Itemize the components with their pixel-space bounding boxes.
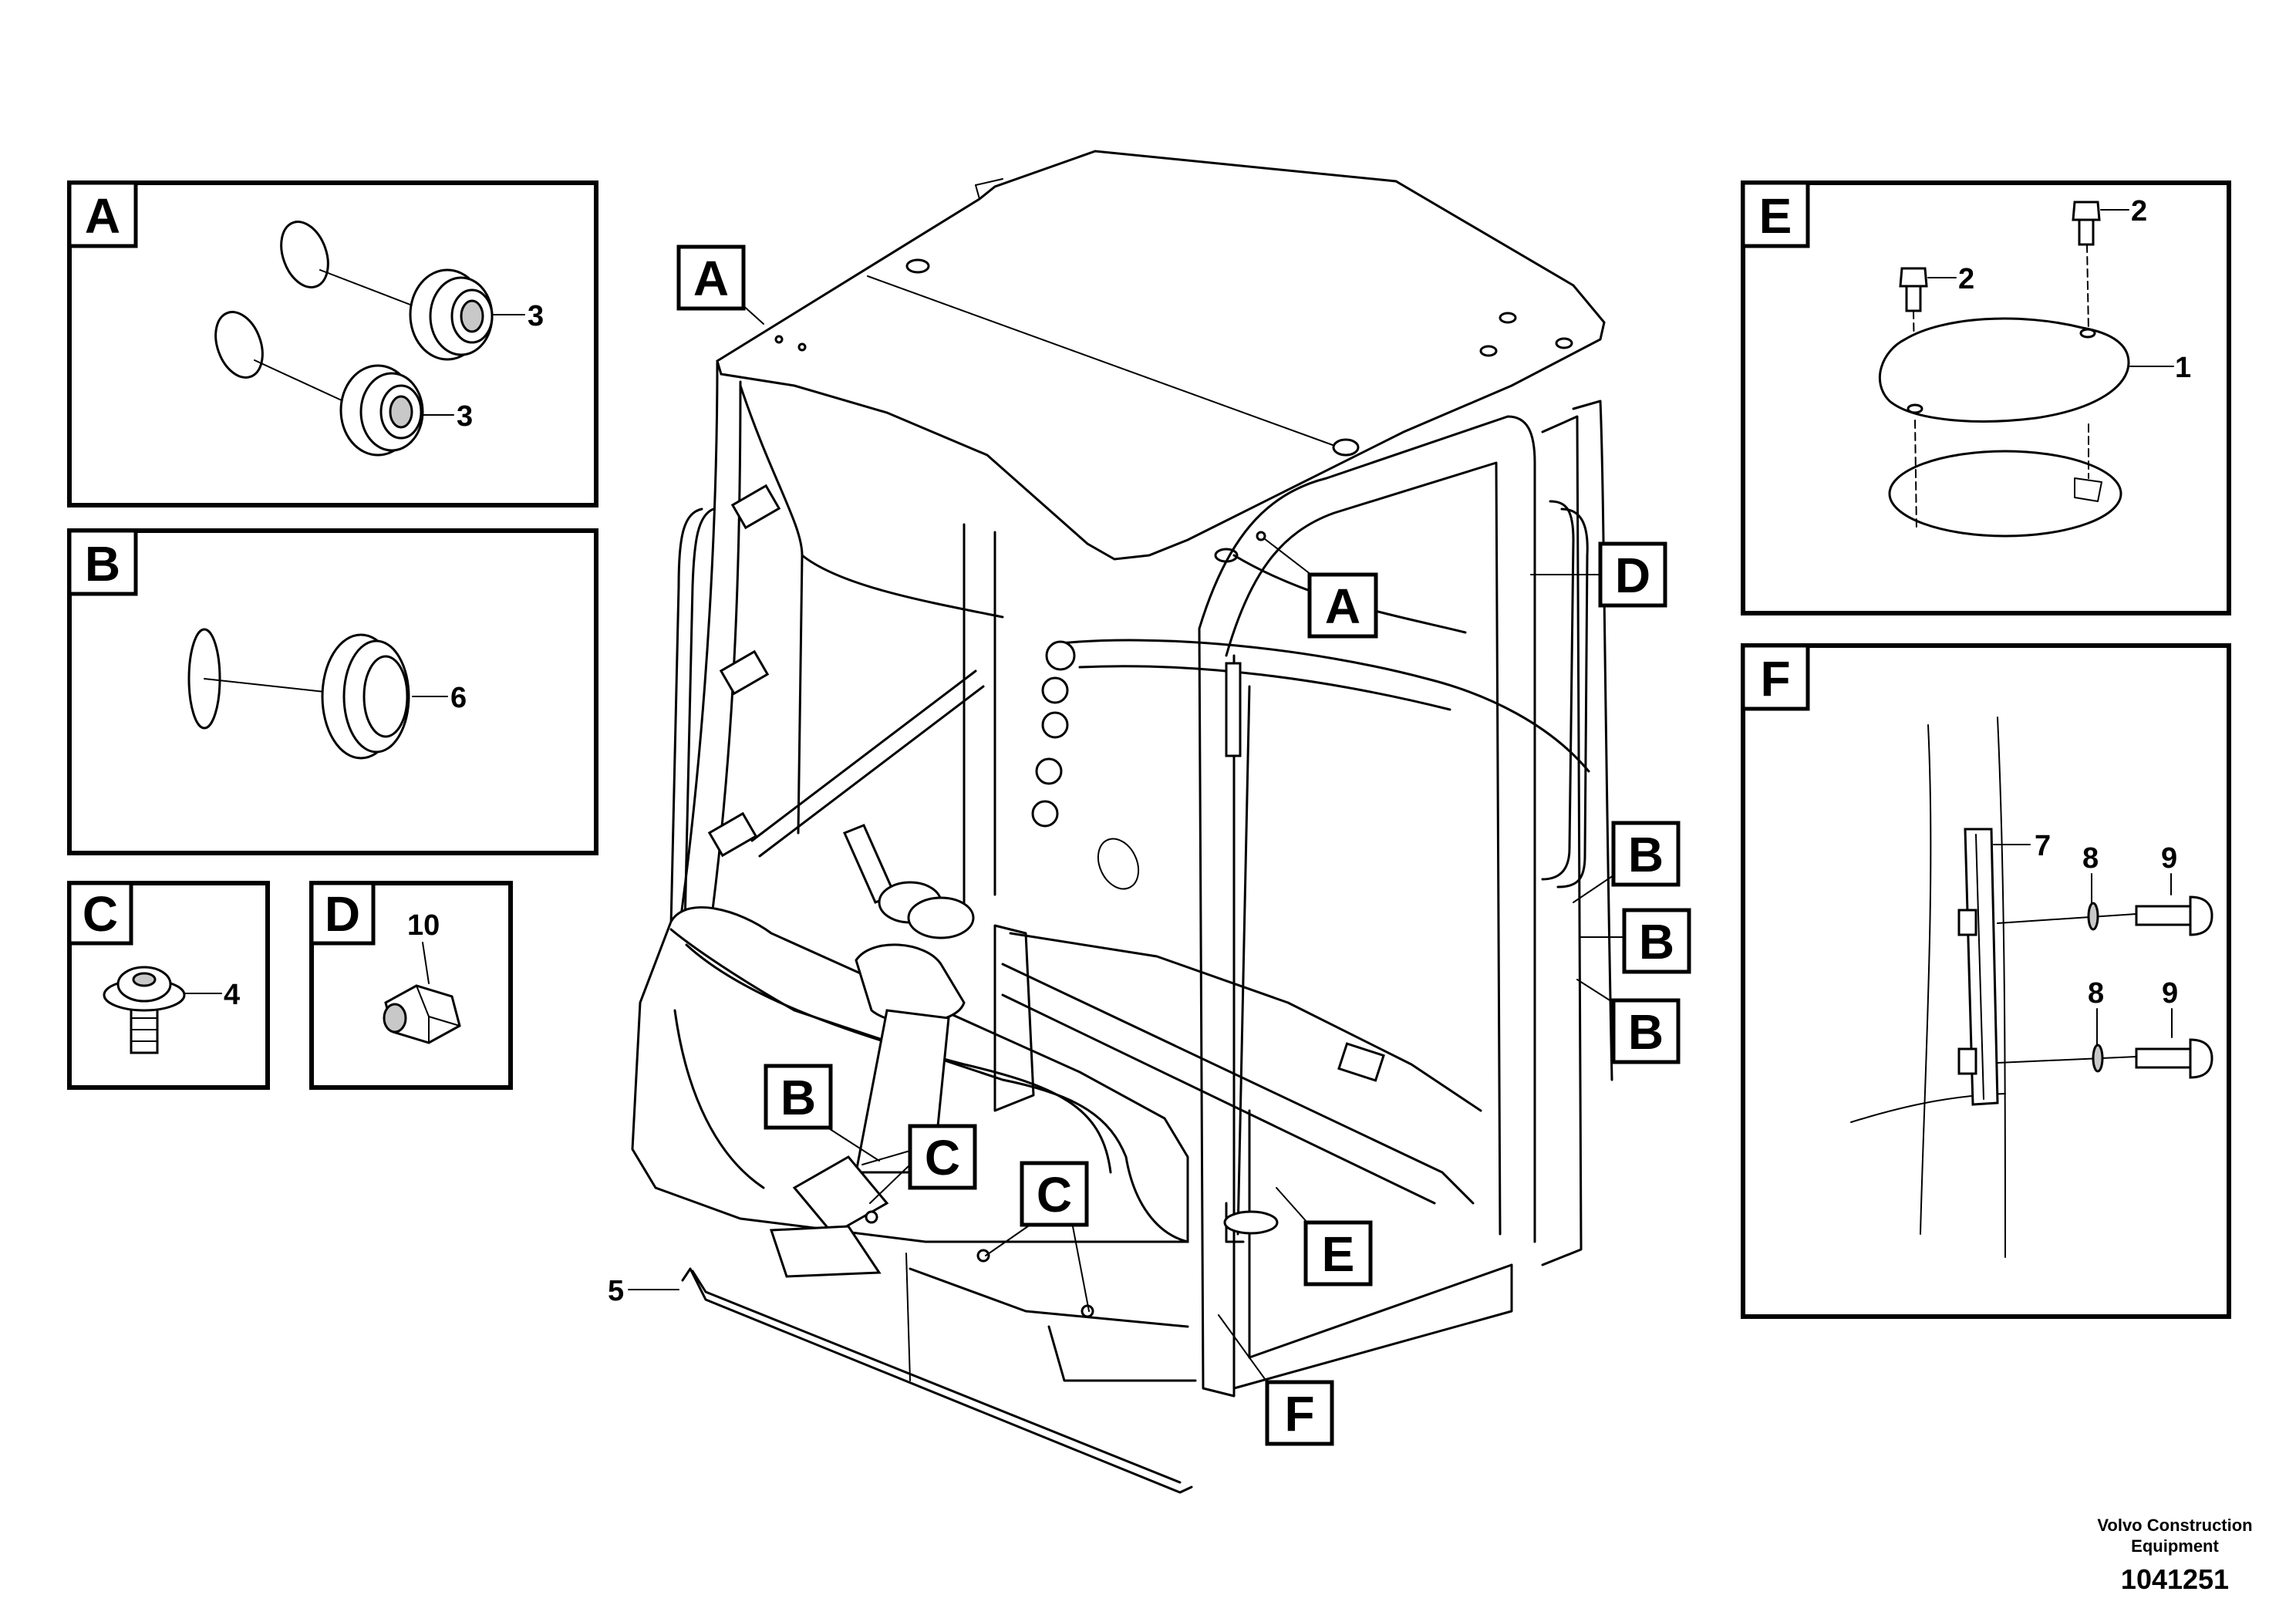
callout-9-lower: 9 [2162,977,2178,1010]
cap-lower [214,311,264,379]
callout-c-1: C [925,1130,960,1185]
washer-8-lower [2092,1044,2104,1073]
callout-d: D [1615,548,1650,603]
detail-panel-d: D 10 [309,881,513,1090]
company-line-1: Volvo Construction [2097,1516,2252,1535]
callout-e: E [1322,1226,1355,1282]
callout-3-lower: 3 [457,400,473,433]
detail-panel-a: A 3 3 [67,180,598,508]
washer-8-upper [2087,902,2099,931]
detail-panel-c: C 4 [67,881,270,1090]
callout-a-pillar: A [1325,578,1360,634]
footer: Volvo Construction Equipment 1041251 [2097,1516,2252,1595]
callout-b-front: B [781,1070,816,1125]
cab-roof [716,150,1606,561]
company-line-2: Equipment [2131,1536,2219,1556]
panel-d-label: D [325,886,360,942]
screw-9-upper [2135,895,2213,936]
panel-e-label: E [1759,188,1792,244]
cover-plate-1 [1878,317,2130,423]
grommet-3-upper [409,268,494,361]
document-number: 1041251 [2121,1563,2229,1595]
panel-f-label: F [1760,651,1790,706]
panel-a-label: A [85,188,120,244]
detail-panel-e: E 2 2 1 [1741,180,2231,615]
callout-b-right-3: B [1628,1004,1664,1060]
seal-rod-5 [681,1267,1193,1494]
callout-7: 7 [2035,830,2051,862]
callout-b-right-1: B [1628,827,1664,882]
callout-8-lower: 8 [2088,977,2104,1010]
callout-6: 6 [450,682,467,714]
control-column [769,824,975,1278]
screw-4 [103,966,186,1054]
seal-strip-7 [1957,828,1999,1106]
callout-5: 5 [608,1275,624,1307]
grommet-3-lower [339,364,424,457]
callout-c-2: C [1037,1167,1072,1222]
bolt-2-right [2072,201,2101,246]
callout-1: 1 [2175,352,2191,384]
callout-10: 10 [407,909,440,942]
callout-2-right: 2 [2131,195,2147,228]
callout-f: F [1284,1386,1314,1442]
callout-8-upper: 8 [2082,842,2099,875]
callout-3-upper: 3 [528,300,544,332]
grommet-6 [321,633,410,760]
callout-9-upper: 9 [2161,842,2177,875]
callout-b-right-2: B [1639,914,1674,969]
callout-a-roof: A [693,251,729,306]
cap-upper [280,221,329,288]
panel-c-label: C [83,886,118,942]
panel-b-label: B [85,536,120,592]
roof-opening [1888,450,2122,538]
cab-assembly: 5 [608,150,1613,1494]
screw-9-lower [2135,1038,2213,1079]
floor-opening [1223,1210,1279,1235]
detail-panel-b: B 6 [67,528,598,855]
callout-4: 4 [224,979,240,1011]
detail-panel-f: F 7 8 9 8 9 [1741,643,2231,1319]
callout-2-left: 2 [1958,263,1974,295]
nut-10 [383,984,461,1044]
cab-callouts: A A D B B B B C C [676,244,1691,1446]
